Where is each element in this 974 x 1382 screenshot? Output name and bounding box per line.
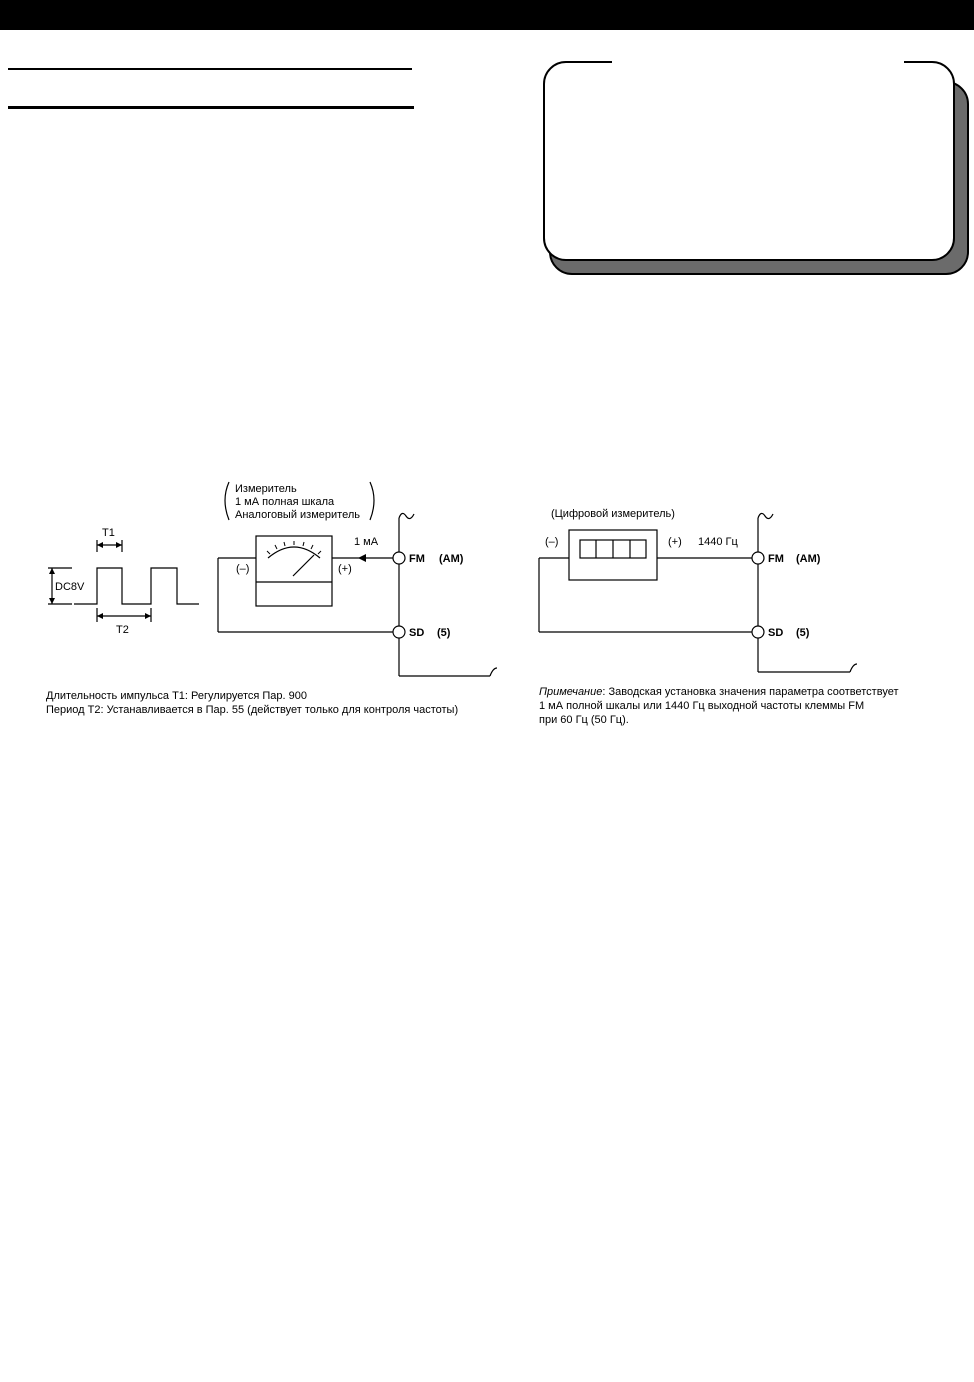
- t1-label: T1: [102, 527, 115, 539]
- header-bar: [0, 0, 974, 30]
- title-rule-top: [8, 68, 412, 70]
- analog-terminal-sd: SD: [409, 627, 424, 639]
- left-caption-line-1: Длительность импульса T1: Регулируется П…: [46, 690, 308, 702]
- digital-minus-label: (–): [545, 536, 558, 548]
- digital-terminal-fm: FM: [768, 553, 784, 565]
- right-caption-line-2: 1 мА полной шкалы или 1440 Гц выходной ч…: [539, 700, 865, 712]
- digital-terminal-sd: SD: [768, 627, 783, 639]
- digital-terminal-5: (5): [796, 627, 810, 639]
- digital-terminal-am: (AM): [796, 553, 821, 565]
- analog-terminal-am: (AM): [439, 553, 464, 565]
- analog-terminal-fm: FM: [409, 553, 425, 565]
- note-label: Примечание: [539, 686, 603, 698]
- frequency-label: 1440 Гц: [698, 536, 738, 548]
- digital-meter-note: (Цифровой измеритель): [551, 508, 675, 520]
- voltage-label: DC8V: [55, 581, 85, 593]
- right-caption-line-3: при 60 Гц (50 Гц).: [539, 714, 629, 726]
- digital-plus-label: (+): [668, 536, 682, 548]
- analog-terminal-5: (5): [437, 627, 451, 639]
- analog-minus-label: (–): [236, 563, 249, 575]
- analog-meter-note-1: Измеритель: [235, 483, 297, 495]
- analog-plus-label: (+): [338, 563, 352, 575]
- right-caption-line-1: Примечание: Заводская установка значения…: [539, 685, 898, 699]
- left-caption-line-2: Период T2: Устанавливается в Пар. 55 (де…: [46, 704, 459, 716]
- title-rule-bottom: [8, 106, 414, 109]
- wiring-diagram: T1 T2 DC8V Измеритель 1 мА полная шкала …: [48, 481, 858, 677]
- t2-label: T2: [116, 624, 129, 636]
- analog-meter-note-2: 1 мА полная шкала: [235, 496, 335, 508]
- note-text: : Заводская установка значения параметра…: [602, 686, 899, 698]
- current-label: 1 мА: [354, 536, 379, 548]
- right-caption: Примечание: Заводская установка значения…: [539, 685, 898, 727]
- analog-meter-note-3: Аналоговый измеритель: [235, 509, 360, 521]
- callout-box: [540, 58, 974, 278]
- left-caption: Длительность импульса T1: Регулируется П…: [46, 689, 458, 717]
